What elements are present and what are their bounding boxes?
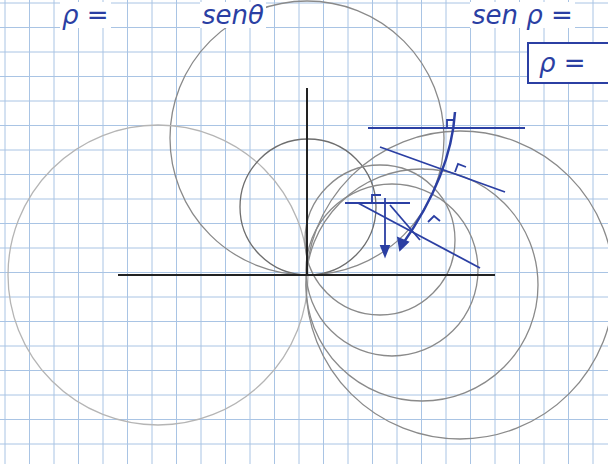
- right-angle: [372, 195, 381, 203]
- axes: [118, 88, 495, 275]
- grid-line: [0, 174, 608, 175]
- grid-line: [0, 346, 608, 347]
- grid-line: [0, 444, 608, 445]
- right-angle: [428, 216, 440, 222]
- grid-line: [446, 0, 447, 464]
- grid-line: [0, 321, 608, 322]
- grid-line: [519, 0, 520, 464]
- grid-line: [0, 223, 608, 224]
- right-angle: [447, 120, 455, 128]
- grid-line: [5, 0, 6, 464]
- grid-line: [397, 0, 398, 464]
- tangent-line: [345, 202, 410, 204]
- grid-line: [176, 0, 177, 464]
- circle: [306, 169, 538, 401]
- tangent-line: [358, 203, 480, 268]
- radius-arrow: [384, 198, 386, 250]
- grid-line: [29, 0, 30, 464]
- grid-line: [421, 0, 422, 464]
- circle: [170, 1, 444, 275]
- grid-line: [0, 101, 608, 102]
- arrowhead: [381, 246, 389, 256]
- tangent-line: [380, 147, 505, 192]
- grid-line: [0, 76, 608, 77]
- circle: [306, 184, 478, 356]
- tangent-line: [390, 205, 420, 240]
- grid-line: [0, 370, 608, 371]
- grid-line: [103, 0, 104, 464]
- grid-line: [348, 0, 349, 464]
- grid-line: [152, 0, 153, 464]
- grid-line: [201, 0, 202, 464]
- arrowhead: [398, 238, 408, 250]
- circle: [305, 165, 455, 315]
- grid-line: [299, 0, 300, 464]
- grid-line: [0, 52, 608, 53]
- grid-line: [323, 0, 324, 464]
- circles: [8, 1, 608, 439]
- boxed-formula: ρ =: [527, 42, 608, 84]
- grid-line: [0, 248, 608, 249]
- grid-line: [372, 0, 373, 464]
- grid-line: [78, 0, 79, 464]
- grid-line: [54, 0, 55, 464]
- circle: [306, 131, 608, 439]
- tangent-construction: [345, 112, 525, 268]
- grid-line: [0, 199, 608, 200]
- grid-line: [274, 0, 275, 464]
- grid-line: [225, 0, 226, 464]
- grid-line: [470, 0, 471, 464]
- grid-line: [0, 272, 608, 273]
- grid-line: [0, 297, 608, 298]
- grid-line: [0, 125, 608, 126]
- grid-line: [0, 150, 608, 151]
- grid-line: [0, 395, 608, 396]
- envelope-curve: [402, 112, 455, 245]
- grid-line: [495, 0, 496, 464]
- formula-text: senθ: [200, 2, 266, 28]
- formula-text: sen ρ =: [470, 2, 575, 28]
- grid-line: [127, 0, 128, 464]
- formula-text: ρ =: [60, 2, 111, 28]
- formula-text: ρ =: [537, 50, 602, 76]
- grid-line: [0, 419, 608, 420]
- y-axis: [306, 88, 308, 275]
- right-angle: [455, 164, 466, 172]
